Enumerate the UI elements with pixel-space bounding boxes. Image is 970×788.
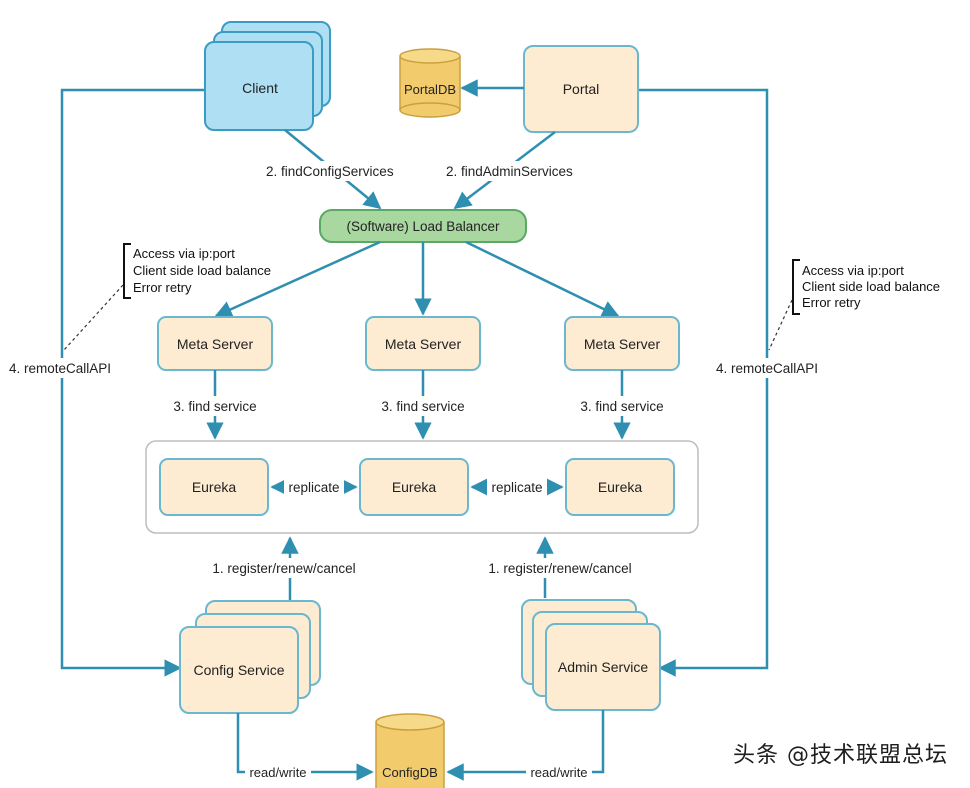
note-left-line1: Access via ip:port: [133, 246, 235, 261]
note-right-line3: Error retry: [802, 295, 861, 310]
portal-db-label: PortalDB: [404, 82, 456, 97]
client-label: Client: [242, 80, 278, 96]
register-left-label: 1. register/renew/cancel: [212, 561, 355, 576]
read-write-left-bg: [245, 763, 311, 782]
find-admin-label-bg: [442, 161, 580, 181]
eureka-left: Eureka: [159, 458, 269, 516]
find-config-label-bg: [262, 161, 402, 181]
remote-call-right-label-bg: [712, 358, 824, 378]
register-right-bg: [484, 558, 636, 578]
lb-to-meta-left-arrow: [214, 240, 381, 318]
eureka-right-label: Eureka: [598, 479, 643, 495]
meta-server-right-label: Meta Server: [584, 336, 661, 352]
find-service-center-bg: [376, 396, 470, 416]
find-admin-services-label: 2. findAdminServices: [446, 164, 573, 179]
replicate-left-label: replicate: [288, 480, 339, 495]
load-balancer-label: (Software) Load Balancer: [346, 219, 500, 234]
register-right-label: 1. register/renew/cancel: [488, 561, 631, 576]
remote-call-left-line: [60, 88, 205, 677]
meta-server-left: Meta Server: [157, 316, 273, 371]
watermark-text: 头条 @技术联盟总坛: [733, 743, 948, 768]
find-service-left-label: 3. find service: [173, 399, 256, 414]
find-service-right-bg: [575, 396, 669, 416]
config-read-write-arrow: [236, 713, 374, 781]
meta-server-left-label: Meta Server: [177, 336, 254, 352]
meta-server-center: Meta Server: [365, 316, 481, 371]
meta-server-center-label: Meta Server: [385, 336, 462, 352]
config-db-label: ConfigDB: [382, 765, 438, 780]
lb-to-meta-right-arrow: [465, 240, 620, 318]
eureka-center-label: Eureka: [392, 479, 437, 495]
config-db-node: ConfigDB: [375, 713, 445, 788]
remote-call-left-label: 4. remoteCallAPI: [9, 361, 111, 376]
config-service-label: Config Service: [193, 662, 284, 678]
eureka-left-label: Eureka: [192, 479, 237, 495]
read-write-left-label: read/write: [249, 765, 306, 780]
find-service-left-bg: [168, 396, 262, 416]
find-service-right-label: 3. find service: [580, 399, 663, 414]
client-node: Client: [204, 21, 331, 131]
read-write-right-bg: [526, 763, 592, 782]
remote-call-right-line: [638, 88, 769, 677]
find-service-center-label: 3. find service: [381, 399, 464, 414]
note-right-line2: Client side load balance: [802, 279, 940, 294]
find-config-services-label: 2. findConfigServices: [266, 164, 394, 179]
config-service-node: Config Service: [179, 600, 321, 714]
note-right: Access via ip:port Client side load bala…: [768, 259, 940, 351]
portal-label: Portal: [563, 81, 600, 97]
admin-service-node: Admin Service: [521, 599, 661, 711]
register-left-bg: [208, 558, 360, 578]
note-left-line3: Error retry: [133, 280, 192, 295]
replicate-left-bg: [284, 478, 344, 496]
remote-call-right-label: 4. remoteCallAPI: [716, 361, 818, 376]
replicate-right-bg: [487, 478, 547, 496]
note-right-line1: Access via ip:port: [802, 263, 904, 278]
replicate-right-label: replicate: [491, 480, 542, 495]
portal-db-node: PortalDB: [399, 48, 461, 118]
portal-node: Portal: [523, 45, 639, 133]
read-write-right-label: read/write: [530, 765, 587, 780]
meta-server-right: Meta Server: [564, 316, 680, 371]
load-balancer-node: (Software) Load Balancer: [319, 209, 527, 243]
note-left-line2: Client side load balance: [133, 263, 271, 278]
eureka-center: Eureka: [359, 458, 469, 516]
note-left: Access via ip:port Client side load bala…: [63, 243, 271, 351]
admin-service-label: Admin Service: [558, 659, 648, 675]
eureka-right: Eureka: [565, 458, 675, 516]
admin-read-write-arrow: [446, 710, 605, 781]
remote-call-left-label-bg: [4, 358, 120, 378]
